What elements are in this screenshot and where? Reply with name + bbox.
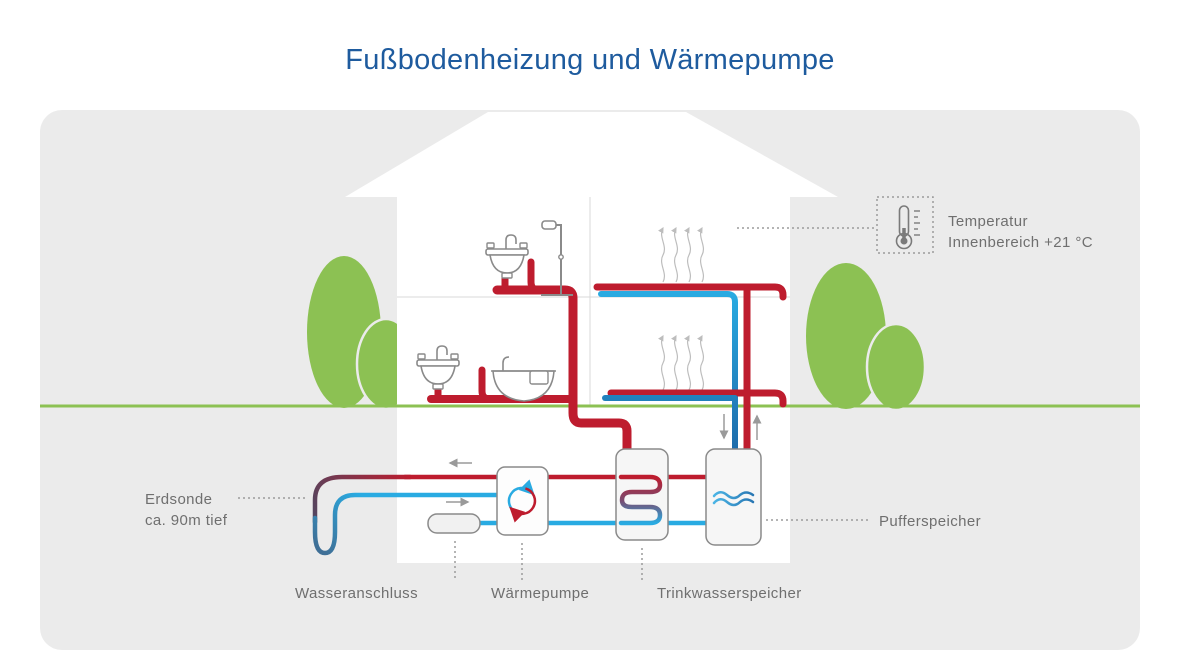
pufferspeicher-label: Pufferspeicher bbox=[879, 513, 982, 530]
sink-branch-lower bbox=[478, 366, 494, 403]
heat-waves-lower-room bbox=[658, 334, 705, 391]
drinking-water-tank bbox=[615, 448, 669, 541]
heat-wave bbox=[697, 226, 705, 283]
heat-wave bbox=[658, 334, 666, 391]
hot-water-main-riser bbox=[492, 285, 632, 457]
shower-icon bbox=[541, 220, 573, 296]
house-roof bbox=[345, 112, 838, 197]
heat-wave bbox=[684, 226, 692, 283]
drinking-water-tank-body bbox=[615, 448, 669, 541]
bathtub-icon bbox=[491, 356, 556, 402]
tree-small bbox=[865, 322, 927, 412]
dashed-box bbox=[876, 196, 934, 254]
trinkwasserspeicher-label: Trinkwasserspeicher bbox=[657, 585, 802, 602]
floor-heating-supply-pipe-lower bbox=[607, 389, 787, 408]
heat-pump bbox=[496, 466, 549, 536]
heat-wave bbox=[671, 226, 679, 283]
temperatur-label-line2: Innenbereich +21 °C bbox=[948, 234, 1093, 251]
temperature-badge bbox=[876, 196, 934, 254]
heat-wave bbox=[697, 334, 705, 391]
temperatur-label: Temperatur Innenbereich +21 °C bbox=[948, 211, 1093, 253]
heat-wave bbox=[671, 334, 679, 391]
floor-heating-return-pipe-upper bbox=[598, 291, 738, 453]
buffer-tank bbox=[705, 448, 762, 546]
wasseranschluss-label: Wasseranschluss bbox=[295, 585, 418, 602]
heat-wave bbox=[658, 226, 666, 283]
heat-wave bbox=[684, 334, 692, 391]
sink-branch-upper bbox=[527, 258, 543, 294]
leader-lines bbox=[238, 227, 875, 581]
heat-waves-upper-room bbox=[658, 226, 705, 283]
page-title: Fußbodenheizung und Wärmepumpe bbox=[345, 44, 835, 76]
floor-heating-supply-pipe-upper bbox=[593, 283, 787, 301]
water-wave-icon bbox=[712, 491, 755, 500]
floor-heating-pipes bbox=[593, 283, 787, 454]
thermometer-icon bbox=[895, 205, 920, 250]
ground-loop-return-pipe bbox=[312, 492, 500, 556]
cycle-icon bbox=[507, 479, 537, 523]
erdsonde-label-line1: Erdsonde bbox=[145, 491, 213, 508]
water-wave-icon bbox=[712, 498, 755, 507]
heat-pump-box bbox=[496, 466, 549, 536]
tree-group-right bbox=[806, 263, 927, 412]
waermepumpe-label: Wärmepumpe bbox=[491, 585, 590, 602]
heat-exchanger-coil bbox=[618, 474, 663, 526]
cycle-arrow-red bbox=[509, 487, 537, 523]
erdsonde-label: Erdsonde ca. 90m tief bbox=[145, 489, 227, 531]
water-connection-box bbox=[427, 513, 481, 534]
ground-loop-down-pipe bbox=[312, 474, 413, 525]
erdsonde-label-line2: ca. 90m tief bbox=[145, 512, 228, 529]
temperatur-label-line1: Temperatur bbox=[948, 213, 1028, 230]
bathroom-fixtures bbox=[416, 220, 573, 402]
